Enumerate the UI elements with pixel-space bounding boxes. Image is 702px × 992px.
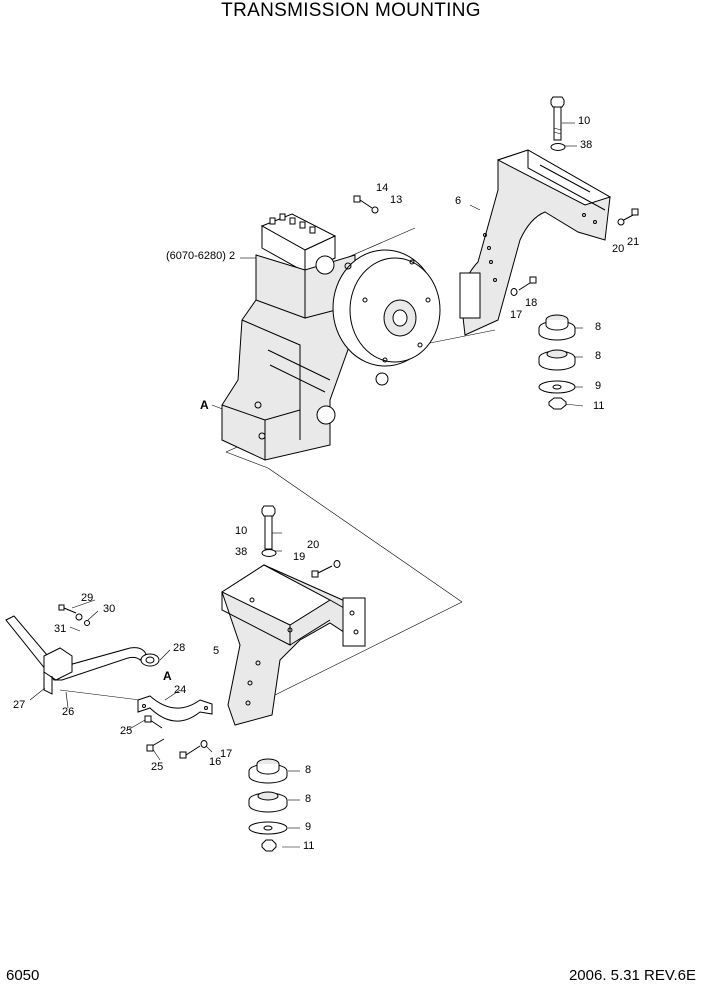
transmission-2 bbox=[221, 213, 441, 461]
revision-date: 2006. 5.31 REV.6E bbox=[568, 967, 696, 984]
callout-27: 27 bbox=[13, 699, 26, 711]
nut-11-lower bbox=[261, 839, 277, 852]
page-number: 6050 bbox=[6, 967, 40, 984]
callout-31: 31 bbox=[54, 623, 67, 635]
view-marker-a: A bbox=[163, 669, 172, 683]
callout-8: 8 bbox=[595, 321, 602, 333]
callout-11: 11 bbox=[593, 400, 605, 412]
callout-5: 5 bbox=[213, 645, 220, 657]
washer-9-upper bbox=[538, 380, 576, 394]
callout-9: 9 bbox=[305, 821, 312, 833]
mount-8-lower-a bbox=[248, 758, 288, 784]
callout-13: 13 bbox=[390, 194, 403, 206]
washer-30 bbox=[84, 620, 90, 626]
view-marker-a: A bbox=[200, 398, 209, 412]
callout-30: 30 bbox=[103, 603, 116, 615]
bracket-5 bbox=[220, 564, 366, 726]
washer-38-lower bbox=[261, 549, 277, 557]
bolt-25b bbox=[146, 738, 165, 752]
callout-8: 8 bbox=[305, 793, 312, 805]
callout-17: 17 bbox=[510, 309, 523, 321]
nut-11-upper bbox=[548, 397, 567, 410]
bracket-6 bbox=[459, 149, 612, 336]
callout-18: 18 bbox=[525, 297, 538, 309]
bolt-10-lower bbox=[261, 505, 276, 550]
callout-20: 20 bbox=[612, 243, 625, 255]
washer-20-upper bbox=[617, 218, 625, 226]
callout-24: 24 bbox=[174, 684, 187, 696]
pipe-27 bbox=[5, 615, 147, 695]
bolt-10-upper bbox=[550, 96, 565, 141]
callout-16: 16 bbox=[209, 756, 222, 768]
callout-10: 10 bbox=[578, 115, 591, 127]
washer-17-lower bbox=[200, 740, 208, 748]
callout-38: 38 bbox=[235, 546, 248, 558]
callout-25: 25 bbox=[120, 725, 133, 737]
mount-8-lower-b bbox=[248, 791, 288, 813]
callout-20: 20 bbox=[307, 539, 320, 551]
mount-8-upper-a bbox=[538, 314, 576, 341]
bolt-29 bbox=[58, 604, 77, 614]
callout-26: 26 bbox=[62, 706, 75, 718]
callout-11: 11 bbox=[303, 840, 315, 852]
washer-17-upper bbox=[510, 288, 518, 296]
washer-13 bbox=[371, 206, 379, 214]
callout-2: (6070-6280) 2 bbox=[166, 250, 236, 262]
bolt-19 bbox=[311, 565, 333, 578]
mount-8-upper-b bbox=[538, 349, 576, 371]
bolt-16 bbox=[179, 745, 201, 759]
callout-29: 29 bbox=[81, 592, 94, 604]
callout-28: 28 bbox=[173, 642, 186, 654]
bolt-18 bbox=[518, 276, 537, 291]
bolt-25a bbox=[144, 715, 163, 729]
callout-21: 21 bbox=[627, 236, 640, 248]
callout-25: 25 bbox=[151, 761, 164, 773]
clamp-24 bbox=[137, 695, 213, 722]
bolt-14 bbox=[353, 195, 373, 209]
callout-8: 8 bbox=[595, 350, 602, 362]
gasket-28 bbox=[140, 653, 160, 667]
callout-17: 17 bbox=[220, 748, 233, 760]
callout-19: 19 bbox=[293, 551, 306, 563]
page-title: TRANSMISSION MOUNTING bbox=[221, 0, 481, 21]
washer-31 bbox=[75, 613, 83, 621]
callout-9: 9 bbox=[595, 380, 602, 392]
callout-38: 38 bbox=[580, 139, 593, 151]
washer-38-upper bbox=[550, 143, 566, 151]
callout-10: 10 bbox=[235, 525, 248, 537]
washer-9-lower bbox=[248, 821, 288, 835]
washer-20-lower bbox=[333, 560, 341, 568]
callout-8: 8 bbox=[305, 764, 312, 776]
callout-6: 6 bbox=[455, 195, 462, 207]
callout-14: 14 bbox=[376, 182, 389, 194]
